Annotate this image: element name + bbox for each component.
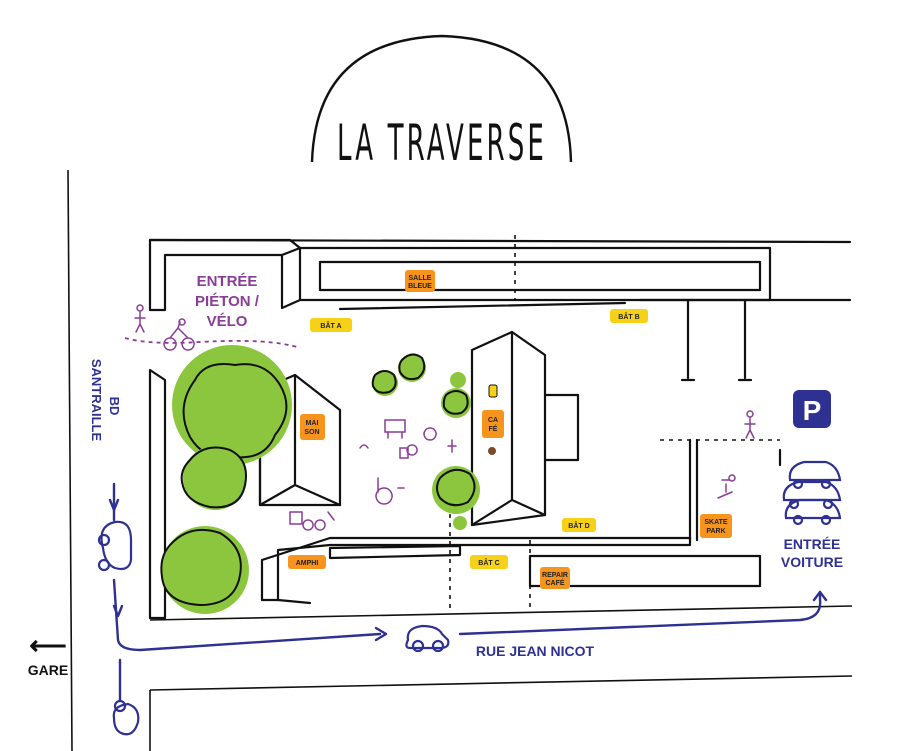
building-south (260, 536, 692, 602)
svg-text:REPAIR: REPAIR (542, 572, 568, 579)
svg-text:CA: CA (488, 417, 498, 424)
trees (160, 345, 480, 614)
bd-label: BD (107, 397, 122, 416)
tag-skate-park[interactable]: SKATE PARK (700, 514, 732, 538)
svg-text:MAI: MAI (306, 420, 319, 427)
building-north-wing (148, 238, 772, 312)
car-route (112, 482, 822, 702)
parking-block[interactable]: P (782, 390, 842, 526)
building-tags[interactable]: SALLE BLEUE BÂT A BÂT B MAI SON CA FÉ AM… (288, 270, 732, 589)
building-west (148, 368, 167, 620)
entree-voiture-label-2: VOITURE (781, 554, 843, 570)
tag-bat-b[interactable]: BÂT B (610, 309, 648, 323)
parking-icon: P (803, 395, 822, 426)
doodles (134, 304, 756, 531)
entree-pieton-label-2: PIÉTON / (195, 293, 260, 310)
parking-badge[interactable] (793, 390, 831, 428)
svg-text:AMPHI: AMPHI (296, 560, 319, 567)
gare-arrow-icon: ⟵ (29, 630, 66, 660)
building-east (688, 438, 699, 542)
coffee-icon (488, 447, 496, 455)
svg-text:CAFÉ: CAFÉ (545, 578, 564, 587)
road-edges (67, 169, 853, 751)
title-block: LA TRAVERSE (310, 34, 573, 172)
svg-text:BÂT D: BÂT D (568, 521, 589, 530)
tag-maison[interactable]: MAI SON (300, 414, 325, 440)
svg-text:PARK: PARK (706, 528, 725, 535)
page-title: LA TRAVERSE (337, 114, 547, 172)
svg-text:BÂT B: BÂT B (618, 312, 639, 321)
skater-icon (717, 479, 733, 499)
bike-icon (163, 321, 195, 351)
svg-text:BLEUE: BLEUE (408, 283, 432, 290)
pedestrian-icon (134, 311, 146, 333)
pedestrian-route (124, 337, 301, 349)
entree-pieton-label: ENTRÉE (197, 273, 258, 290)
tag-bat-c[interactable]: BÂT C (470, 555, 508, 569)
entree-voiture-label: ENTRÉE (784, 536, 841, 552)
drink-icon (488, 384, 498, 398)
svg-text:SKATE: SKATE (704, 519, 728, 526)
map-labels: ENTRÉE PIÉTON / VÉLO BD SANTRAILLE ⟵ GAR… (28, 273, 843, 678)
svg-text:BÂT A: BÂT A (320, 321, 341, 330)
svg-text:SALLE: SALLE (409, 275, 432, 282)
rue-label: RUE JEAN NICOT (476, 643, 595, 659)
title-arch (310, 34, 573, 163)
tag-repair-cafe[interactable]: REPAIR CAFÉ (540, 567, 570, 589)
tag-bat-a[interactable]: BÂT A (310, 318, 352, 332)
tag-salle-bleue[interactable]: SALLE BLEUE (405, 270, 435, 292)
stacked-cars-icon (782, 460, 842, 526)
tag-amphi[interactable]: AMPHI (288, 555, 326, 569)
tag-bat-d[interactable]: BÂT D (562, 518, 596, 532)
tag-cafe[interactable]: CA FÉ (482, 384, 504, 455)
gare-label: GARE (28, 662, 68, 678)
car-icon (97, 520, 450, 736)
svg-text:FÉ: FÉ (489, 424, 498, 433)
santraille-label: SANTRAILLE (89, 359, 104, 442)
svg-text:BÂT C: BÂT C (478, 558, 499, 567)
entree-pieton-label-3: VÉLO (207, 313, 248, 330)
svg-text:SON: SON (304, 429, 319, 436)
